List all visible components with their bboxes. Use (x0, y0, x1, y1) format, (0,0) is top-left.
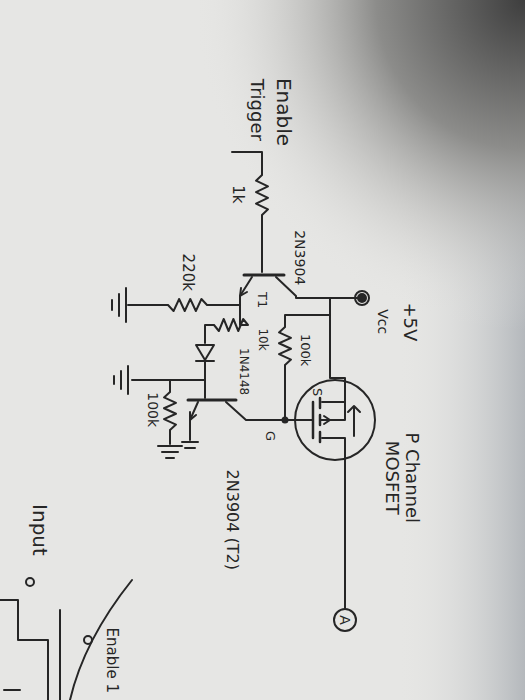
vcc-terminal (358, 294, 366, 302)
resistor-symbol (164, 392, 176, 430)
wire (205, 325, 214, 343)
label: Enable 1 (104, 627, 121, 692)
wire (322, 438, 345, 608)
label: Enable (273, 78, 295, 146)
transistor-base (188, 399, 236, 402)
label: 100k (144, 393, 159, 428)
label: 1k (230, 185, 247, 203)
label: 1N4148 (237, 348, 250, 395)
mosfet-outline (295, 380, 375, 460)
emitter-arrow (190, 412, 196, 420)
terminal-circle: A (333, 608, 357, 632)
ground-symbol (114, 366, 170, 394)
wire (285, 315, 330, 327)
transistor-base (244, 274, 284, 277)
input-terminal (26, 578, 34, 586)
ground-symbol (112, 288, 126, 322)
label: G (263, 431, 277, 441)
terminal-label: A (337, 615, 353, 625)
label: 2N3904 (292, 230, 307, 285)
label: Trigger (247, 79, 267, 141)
wire (170, 380, 205, 392)
ground-symbol (158, 430, 182, 458)
label: Input (29, 504, 51, 556)
resistor-symbols (164, 175, 291, 430)
label: S (310, 388, 324, 396)
emitter-arrow (240, 288, 247, 296)
junction (283, 418, 288, 423)
wire (240, 277, 252, 320)
label: T1 (255, 292, 269, 308)
wires (0, 152, 375, 700)
wire (276, 277, 362, 298)
label: Vcc (374, 310, 389, 335)
mosfet-diode (348, 406, 360, 436)
wire (128, 304, 168, 306)
wire (284, 365, 286, 420)
label: 2N3904 (T2) (223, 470, 241, 570)
label: 100k (298, 334, 312, 366)
waveform (0, 600, 48, 700)
label: 10k (255, 329, 268, 351)
mosfet-gate (312, 402, 315, 438)
wire (182, 402, 198, 448)
waveform (59, 610, 61, 700)
resistor-symbol (256, 175, 268, 215)
wire (322, 298, 345, 402)
resistor-symbol (214, 319, 248, 331)
mosfet-body (320, 402, 345, 424)
resistor-symbol (279, 327, 291, 365)
wire (226, 402, 313, 420)
wire (207, 304, 240, 306)
diode-symbol (196, 345, 214, 361)
waveform (4, 689, 20, 691)
label: P Channel MOSFET (382, 428, 422, 528)
resistor-symbol (168, 299, 207, 311)
wire (232, 152, 262, 175)
label: 220k (180, 253, 197, 290)
leader-curve (70, 580, 132, 700)
vcc-terminal (355, 291, 369, 305)
label: +5V (400, 303, 420, 342)
wire (261, 215, 263, 272)
